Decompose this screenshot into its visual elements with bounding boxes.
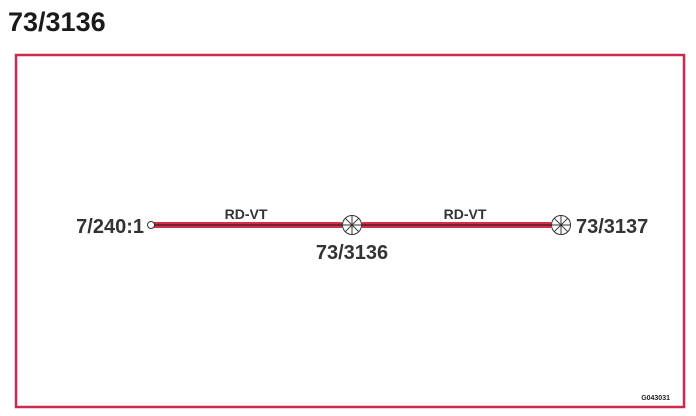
cable-label-1: RD-VT (225, 206, 268, 222)
page-title: 73/3136 (8, 7, 106, 37)
node-end-label: 73/3137 (576, 216, 648, 238)
cable-label-2: RD-VT (444, 206, 487, 222)
node-start-symbol[interactable] (147, 221, 155, 229)
node-mid-label: 73/3136 (316, 242, 388, 264)
diagram-frame (14, 53, 686, 409)
node-mid-symbol[interactable] (342, 215, 362, 235)
node-end-symbol[interactable] (551, 215, 571, 235)
node-start-label: 7/240:1 (76, 216, 144, 238)
drawing-code: G043031 (641, 395, 670, 402)
